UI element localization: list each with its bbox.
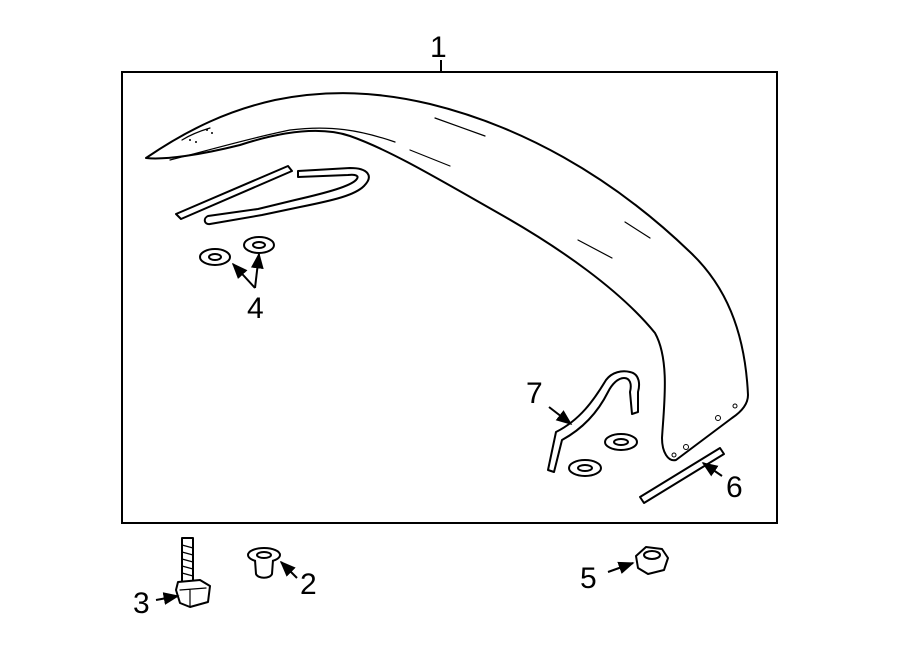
washer-4b: [243, 236, 275, 254]
washer-right-b: [568, 459, 602, 477]
washer-4a: [199, 248, 231, 266]
washer-right-a: [604, 433, 638, 451]
callout-4: 4: [247, 292, 264, 325]
bolt-3: [175, 537, 211, 608]
callout-6: 6: [726, 471, 743, 504]
callout-7: 7: [526, 377, 543, 410]
bracket-7: [547, 370, 640, 473]
left-tape-strip-1: [175, 165, 293, 220]
callout-3: 3: [133, 587, 150, 620]
callout-5: 5: [580, 562, 597, 595]
tape-strip-6: [639, 447, 725, 504]
clip-2: [247, 547, 281, 579]
assembly-frame: [121, 71, 778, 524]
nut-5: [635, 546, 669, 575]
spoiler-body: [145, 92, 749, 462]
callout-2: 2: [300, 568, 317, 601]
callout-1: 1: [430, 31, 447, 64]
left-tape-strip-2: [203, 167, 370, 226]
